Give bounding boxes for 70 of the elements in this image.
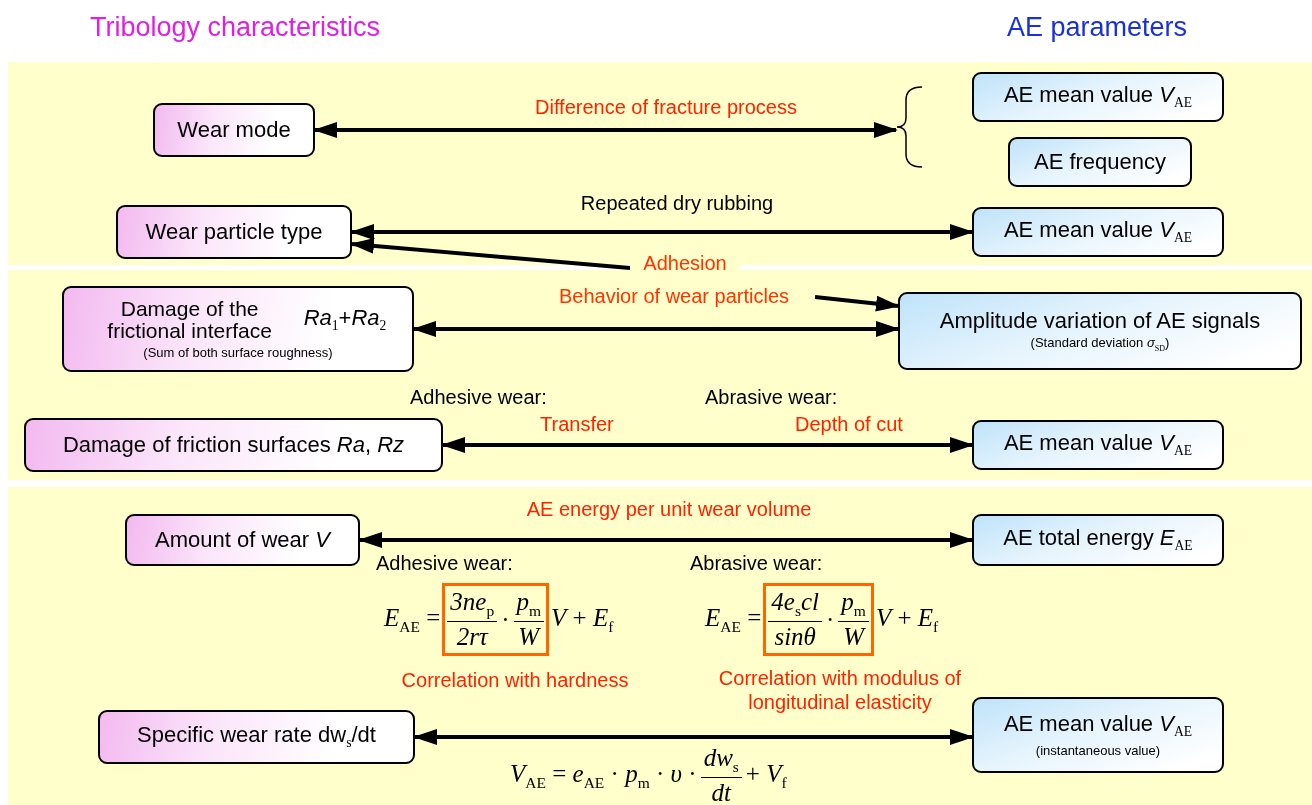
- annotation-text: Abrasive wear:: [690, 551, 823, 575]
- formula-term: E$_{AE}$ =: [703, 603, 763, 636]
- annotation-text: Adhesive wear:: [410, 385, 547, 409]
- formula-term: dt: [700, 777, 742, 805]
- node-label: AE mean value V$_{AE}$: [1003, 83, 1193, 111]
- section-band: [8, 487, 1312, 805]
- arrow: [412, 321, 900, 337]
- node-label: AE mean value V$_{AE}$: [1003, 712, 1193, 740]
- formula-term: + V$_{f}$: [744, 759, 788, 792]
- rounded-box: [125, 514, 360, 566]
- node-label: Specific wear rate dw$_{s}$/dt: [137, 723, 376, 751]
- column-heading: AE parameters: [1006, 12, 1188, 43]
- formula-term: p$_{m}$: [839, 588, 867, 621]
- formula-term: sinθ: [768, 621, 822, 651]
- rounded-box: [972, 514, 1224, 566]
- rounded-box: [24, 418, 443, 472]
- annotation-text: Correlation with modulus of longitudinal elasticity: [717, 666, 963, 714]
- formula-term: dw$_{s}$: [702, 744, 740, 777]
- annotation-text: Behavior of wear particles: [558, 285, 790, 308]
- arrow: [350, 224, 974, 240]
- formula-term: ·: [825, 605, 836, 634]
- formula-term: V$_{AE}$ = e$_{AE}$ · p$_{m}$ · υ ·: [509, 759, 698, 792]
- column-heading: Tribology characteristics: [89, 12, 381, 43]
- node-label: Wear particle type: [145, 220, 323, 244]
- annotation-text: Depth of cut: [795, 412, 903, 436]
- annotation-text: Adhesive wear:: [376, 551, 513, 575]
- formula-term: V + E$_{f}$: [550, 603, 615, 636]
- arrow: [313, 122, 898, 138]
- rounded-box: [1008, 137, 1192, 187]
- node-label: AE frequency: [1033, 150, 1167, 174]
- node-label: Amount of wear V: [155, 528, 330, 552]
- formula-term: 4e$_{s}$cl: [770, 588, 820, 621]
- rounded-box: [972, 420, 1224, 470]
- rounded-box: [972, 72, 1224, 122]
- node-note: (Standard deviation σ$_{SD}$): [1030, 335, 1170, 353]
- formula-term: W: [513, 621, 545, 651]
- arrow: [814, 295, 900, 312]
- node-note: (Sum of both surface roughness): [143, 345, 333, 361]
- annotation-text: Transfer: [540, 412, 614, 436]
- rounded-box: [972, 207, 1224, 257]
- rounded-box: [153, 103, 315, 157]
- formula-term: 2rτ: [447, 621, 498, 651]
- arrow: [413, 729, 974, 745]
- rounded-box: [898, 292, 1302, 370]
- node-label: AE total energy E$_{AE}$: [1003, 526, 1193, 554]
- section-band: [8, 270, 1312, 480]
- node-label: Damage of friction surfaces Ra, Rz: [62, 433, 405, 457]
- node-label: Wear mode: [177, 118, 291, 142]
- annotation-text: Adhesion: [643, 251, 727, 275]
- formula-term: p$_{m}$: [514, 588, 543, 621]
- node-note: (instantaneous value): [1035, 742, 1161, 758]
- arrow: [350, 237, 631, 270]
- annotation-text: Correlation with hardness: [401, 668, 629, 692]
- formula-term: V + E$_{f}$: [874, 603, 940, 636]
- annotation-text: Abrasive wear:: [705, 385, 838, 409]
- formula-label: Ra$_{1}$+Ra$_{2}$: [303, 305, 387, 335]
- rounded-box: [116, 205, 352, 259]
- rounded-box: [98, 710, 415, 764]
- formula-term: E$_{AE}$ =: [382, 603, 442, 636]
- rounded-box: [62, 286, 414, 372]
- node-label: AE mean value V$_{AE}$: [1003, 431, 1193, 459]
- formula-term: ·: [500, 605, 511, 634]
- formula-term: W: [838, 621, 869, 651]
- arrow: [441, 437, 974, 453]
- node-label: AE mean value V$_{AE}$: [1003, 218, 1193, 246]
- rounded-box: [972, 697, 1224, 773]
- formula-term: 3ne$_{p}$: [449, 588, 496, 621]
- node-label: Amplitude variation of AE signals: [939, 309, 1261, 333]
- node-label: Damage of the frictional interface: [106, 297, 273, 343]
- arrow: [358, 532, 974, 548]
